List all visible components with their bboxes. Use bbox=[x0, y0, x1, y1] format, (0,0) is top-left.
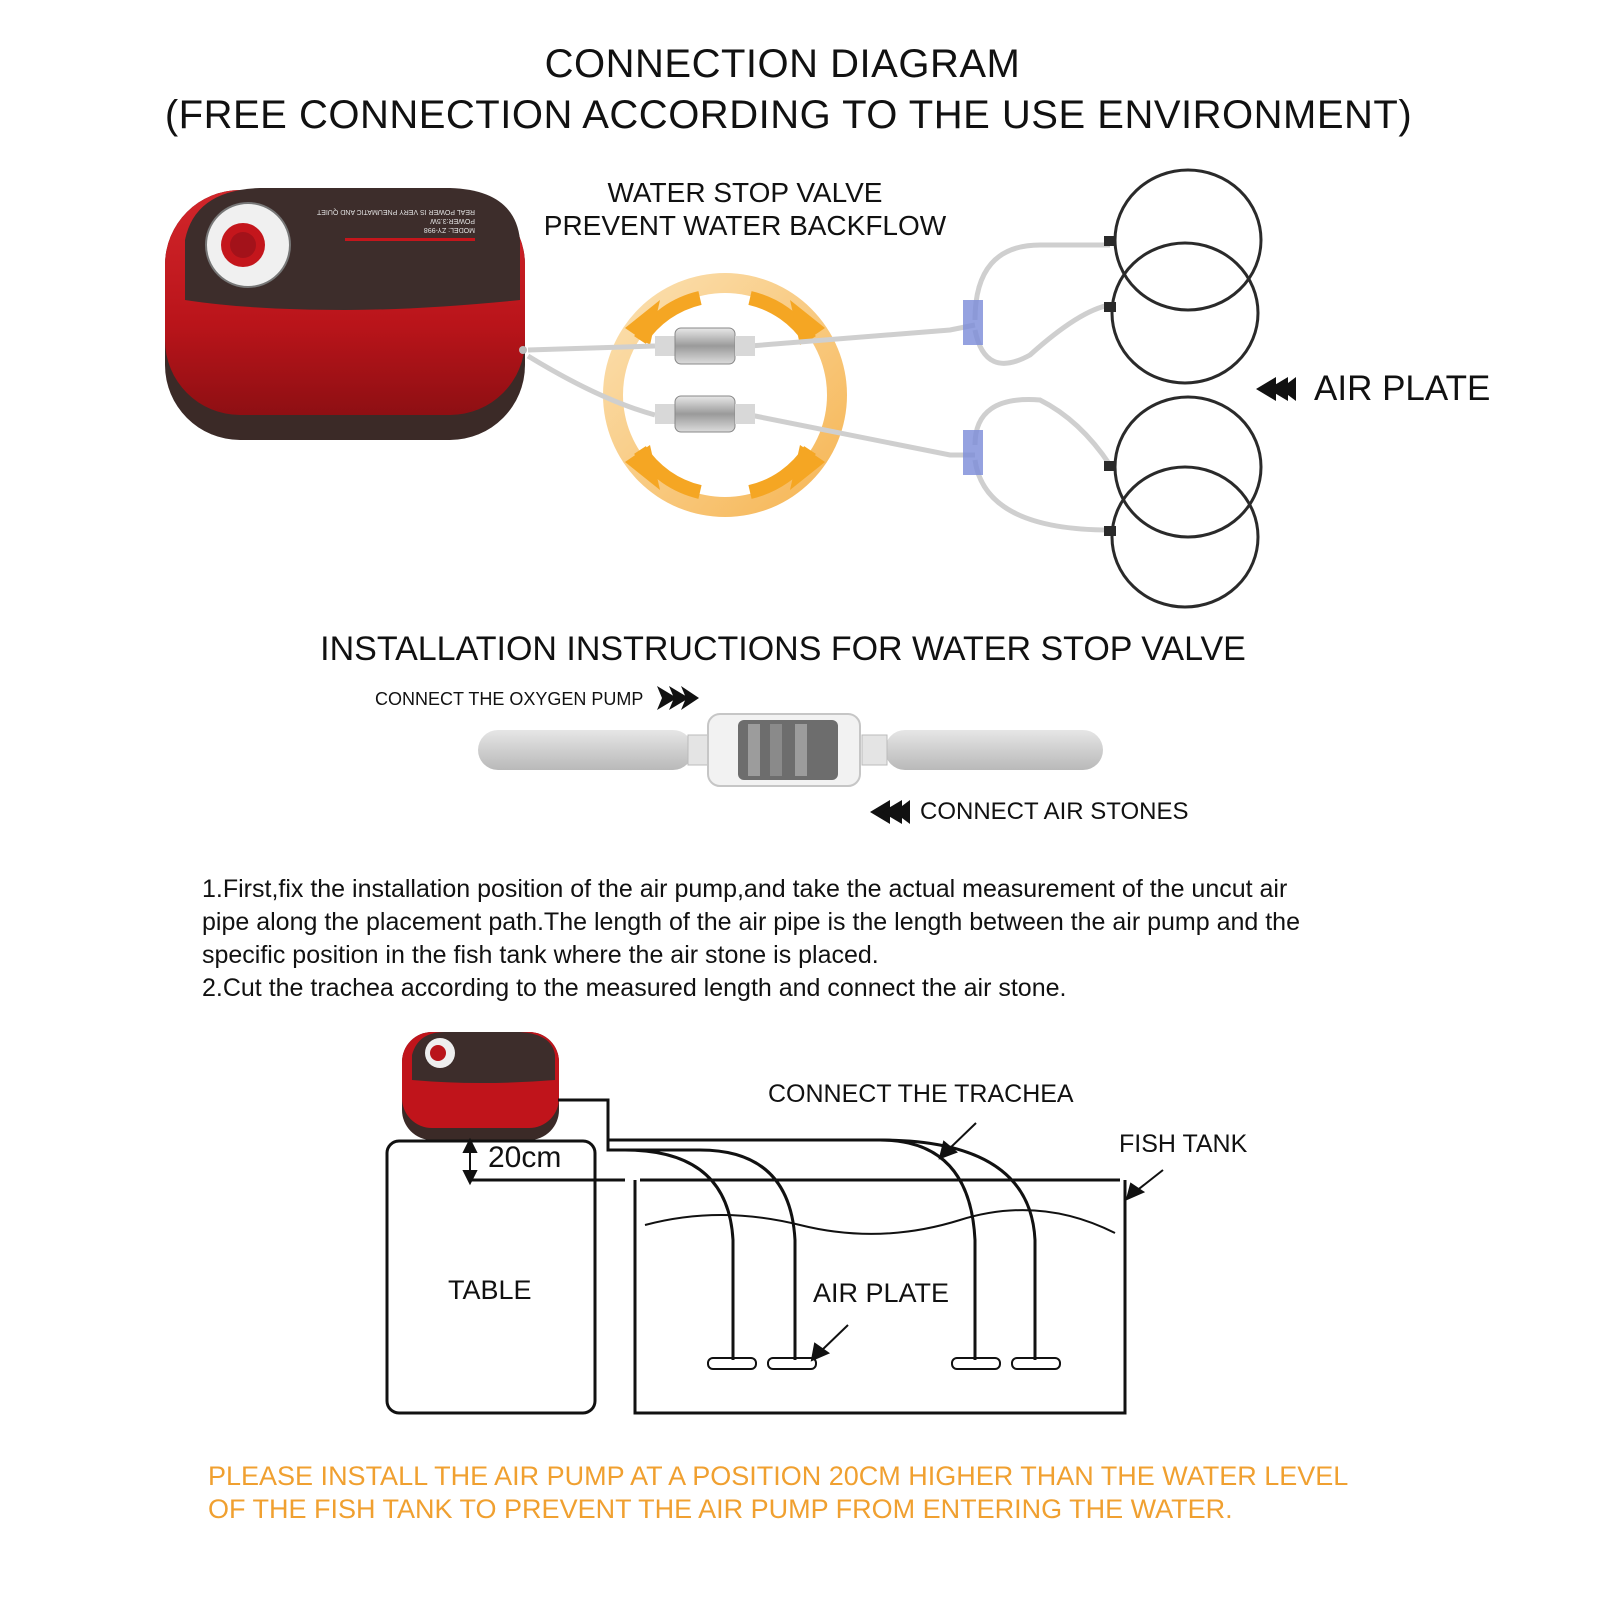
valve-label-line-1: WATER STOP VALVE bbox=[607, 177, 883, 208]
valve-label: WATER STOP VALVE PREVENT WATER BACKFLOW bbox=[520, 176, 970, 242]
air-pump-small bbox=[402, 1032, 559, 1140]
air-plates-bottom bbox=[707, 1357, 1061, 1370]
height-label: 20cm bbox=[488, 1141, 562, 1174]
instruction-step-1: 1.First,fix the installation position of… bbox=[202, 875, 1300, 969]
t-connector-upper bbox=[963, 300, 983, 345]
t-connector-lower bbox=[963, 430, 983, 475]
installation-heading: INSTALLATION INSTRUCTIONS FOR WATER STOP… bbox=[320, 630, 1246, 668]
connect-stones-label: CONNECT AIR STONES bbox=[920, 798, 1189, 825]
air-plate-label-bottom: AIR PLATE bbox=[813, 1278, 950, 1308]
forward-arrow-icon bbox=[657, 686, 699, 710]
label-arrows bbox=[462, 1122, 1164, 1362]
bottom-lines bbox=[385, 1098, 1127, 1415]
instruction-step-2: 2.Cut the trachea according to the measu… bbox=[202, 974, 1067, 1002]
check-valve-upper bbox=[655, 327, 755, 365]
air-plate-label-top: AIR PLATE bbox=[1314, 369, 1491, 408]
title-line-1: CONNECTION DIAGRAM bbox=[544, 42, 1021, 86]
valve-label-line-2: PREVENT WATER BACKFLOW bbox=[543, 210, 947, 241]
fish-tank-label: FISH TANK bbox=[1119, 1130, 1248, 1158]
fish-tank-outline bbox=[633, 1180, 1127, 1415]
connect-pump-label: CONNECT THE OXYGEN PUMP bbox=[375, 689, 644, 709]
air-pump-top bbox=[165, 188, 527, 440]
table-label: TABLE bbox=[448, 1275, 532, 1305]
diagram-title: CONNECTION DIAGRAM (FREE CONNECTION ACCO… bbox=[0, 42, 1601, 138]
title-line-2: (FREE CONNECTION ACCORDING TO THE USE EN… bbox=[164, 93, 1413, 137]
table-outline bbox=[385, 1139, 597, 1415]
instructions: 1.First,fix the installation position of… bbox=[202, 873, 1462, 1005]
warning-text: PLEASE INSTALL THE AIR PUMP AT A POSITIO… bbox=[208, 1461, 1349, 1524]
water-stop-valve-image bbox=[478, 713, 1103, 787]
trachea-label: CONNECT THE TRACHEA bbox=[768, 1080, 1074, 1108]
check-valve-lower bbox=[655, 395, 755, 433]
air-plate-nozzles bbox=[1104, 236, 1116, 536]
air-plate-arrow-icon bbox=[1256, 377, 1296, 401]
backward-arrow-icon bbox=[870, 800, 910, 824]
